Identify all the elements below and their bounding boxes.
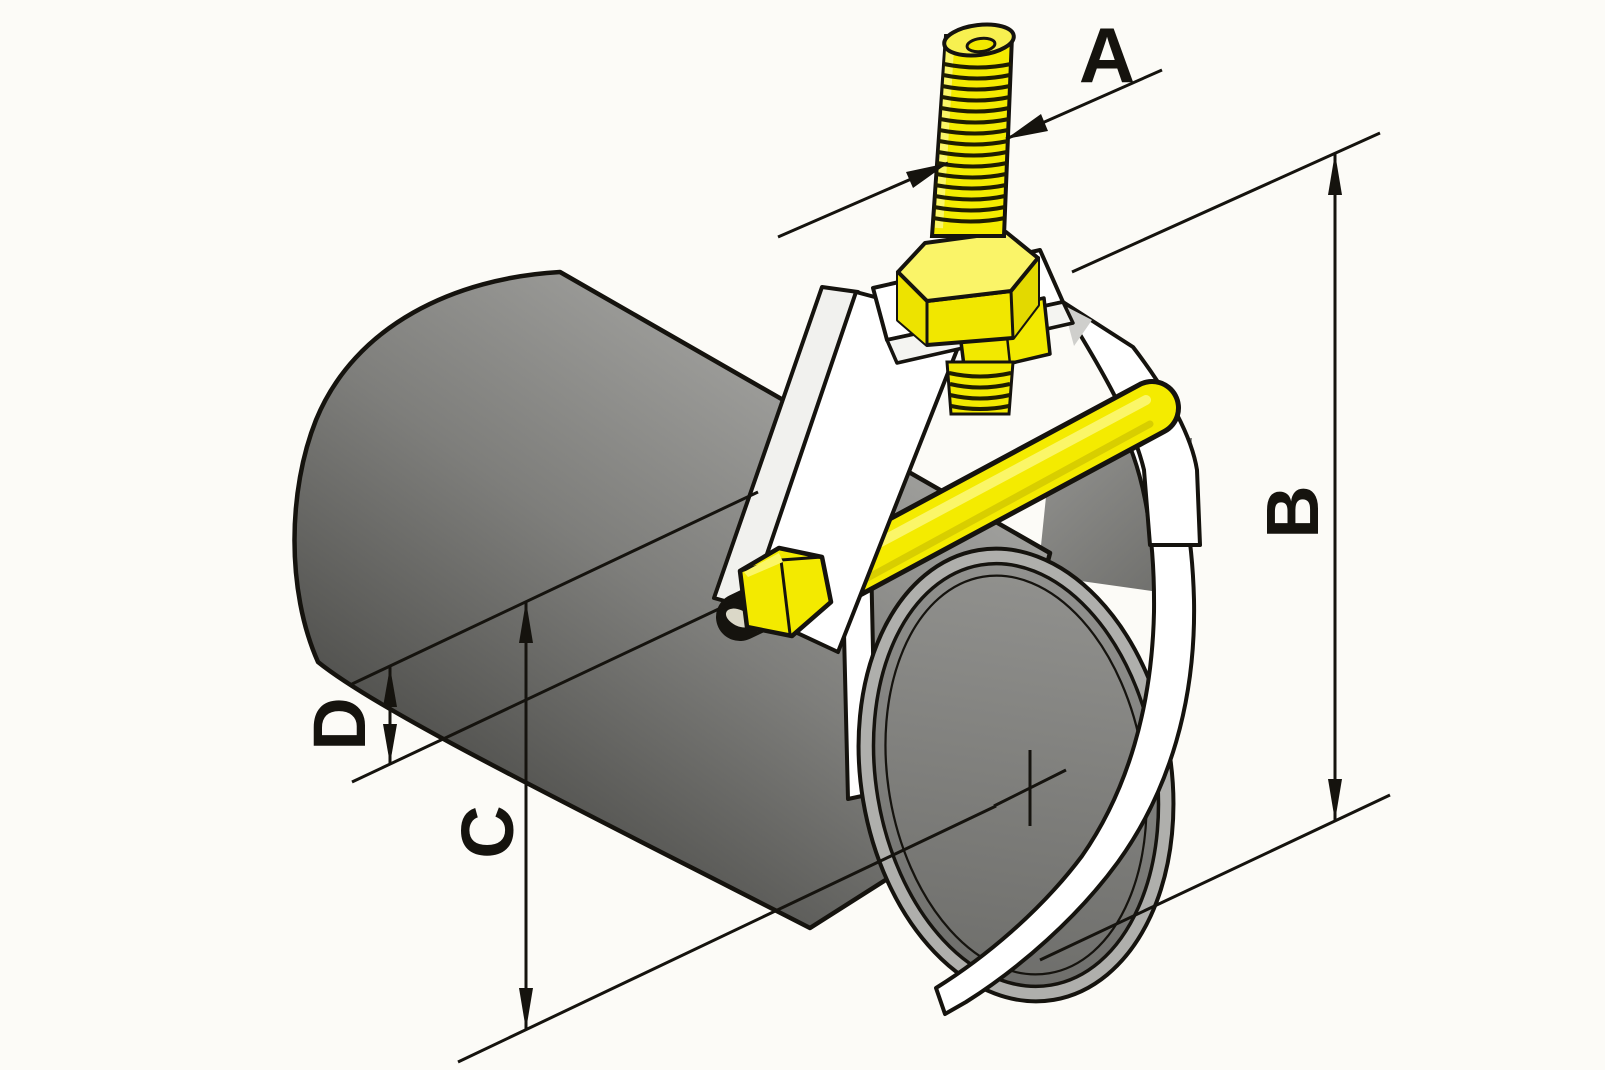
arrowhead xyxy=(383,667,397,707)
threaded-rod xyxy=(929,22,1016,238)
extension-lines xyxy=(351,131,1391,1064)
dimension-c xyxy=(519,601,533,1030)
ext-line-pipe-bottom xyxy=(351,490,759,686)
ext-line-hanger-bottom xyxy=(1039,793,1391,962)
arrowhead xyxy=(519,988,533,1030)
ext-line-pipe-center xyxy=(457,804,997,1064)
rod-thread-lines xyxy=(932,62,1012,224)
rod-hex-nut xyxy=(896,230,1040,347)
arrowhead xyxy=(1328,779,1342,821)
dimension-a xyxy=(777,68,1163,239)
ext-line-clevis-bottom-left xyxy=(351,596,743,784)
dimension-b xyxy=(1328,153,1342,821)
label-dimension-b: B xyxy=(1251,485,1334,538)
arrowhead xyxy=(1328,153,1342,195)
arrowhead xyxy=(519,601,533,643)
label-dimension-d: D xyxy=(298,697,381,750)
label-dimension-a: A xyxy=(1079,11,1135,99)
rod-threads-lower xyxy=(945,360,1015,416)
arrowhead xyxy=(906,163,948,188)
cross-bolt-nut xyxy=(737,545,834,639)
ext-line-hanger-top xyxy=(1071,131,1381,274)
arrowhead xyxy=(383,724,397,764)
label-dimension-c: C xyxy=(446,805,529,858)
pipe-center-mark-diagonal xyxy=(993,768,1067,808)
rod-top-dimple xyxy=(965,36,997,54)
dimension-d xyxy=(383,667,397,764)
arrowhead xyxy=(1006,114,1048,139)
